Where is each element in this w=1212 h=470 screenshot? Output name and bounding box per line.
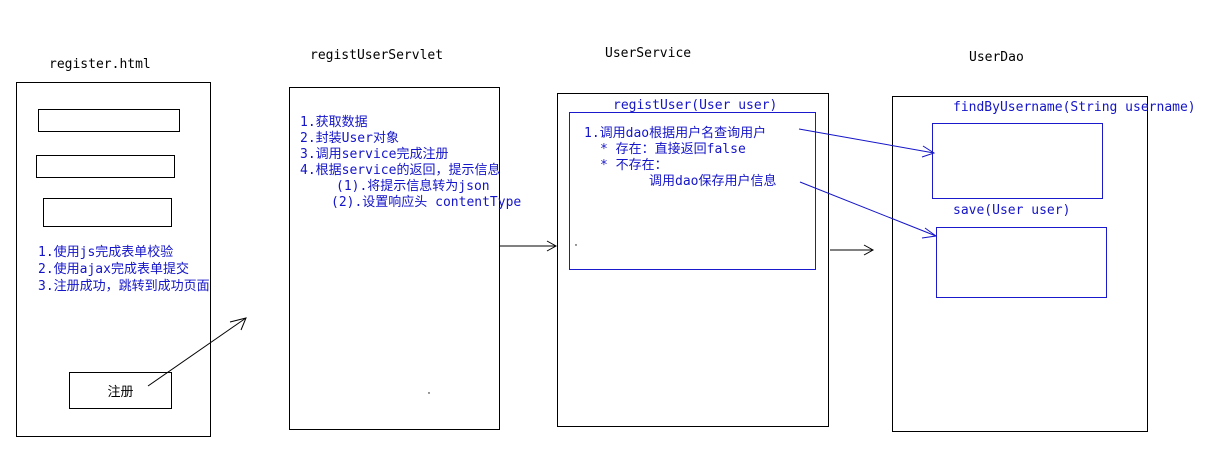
dao-method-save-signature: save(User user) [953,203,1071,218]
servlet-step-4-1: (1).将提示信息转为json [336,179,490,194]
register-button[interactable]: 注册 [69,372,172,409]
dao-title: UserDao [969,50,1024,65]
register-input-1[interactable] [38,109,180,132]
servlet-title: registUserServlet [310,48,444,63]
register-step-1: 1.使用js完成表单校验 [38,245,174,260]
register-input-3[interactable] [43,198,172,227]
register-input-2[interactable] [36,155,175,178]
register-page-frame [16,82,211,437]
servlet-step-2: 2.封装User对象 [300,131,399,146]
servlet-step-4-2: (2).设置响应头 contentType [331,195,522,210]
dao-method-find-box [932,123,1103,199]
service-title: UserService [605,46,692,61]
dao-frame [892,96,1148,432]
servlet-frame [289,87,500,430]
dao-method-find-signature: findByUsername(String username) [953,100,1196,115]
service-step-exists: * 存在：直接返回false [600,142,746,157]
service-frame [557,93,829,427]
arrow-servlet-to-service [500,240,558,252]
servlet-step-4: 4.根据service的返回，提示信息 [300,163,501,178]
service-step-1: 1.调用dao根据用户名查询用户 [584,126,767,141]
arrow-service-to-dao [830,244,875,256]
service-step-not-exists: * 不存在： [600,158,668,173]
register-step-2: 2.使用ajax完成表单提交 [38,262,189,277]
register-page-title: register.html [49,57,151,72]
servlet-step-1: 1.获取数据 [300,115,368,130]
dao-method-save-box [936,227,1107,298]
service-step-save: 调用dao保存用户信息 [649,174,777,189]
servlet-step-3: 3.调用service完成注册 [300,147,449,162]
register-step-3: 3.注册成功，跳转到成功页面 [38,279,210,294]
service-method-signature: registUser(User user) [613,98,778,113]
